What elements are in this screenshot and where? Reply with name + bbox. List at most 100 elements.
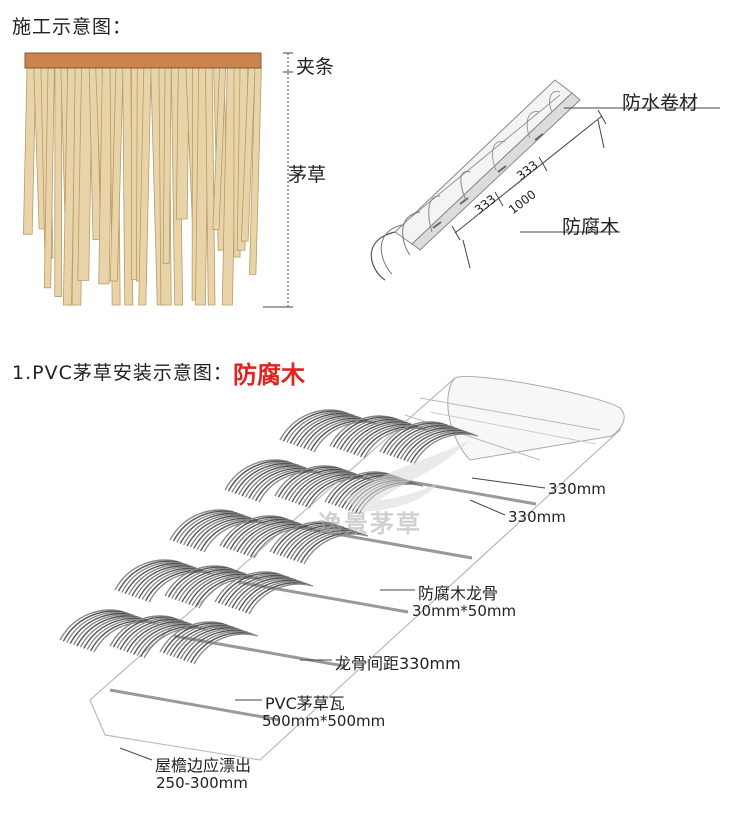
pvc-tile-strand: [274, 465, 340, 497]
pvc-tile-strand: [131, 565, 197, 597]
pvc-tile-strand: [62, 610, 128, 642]
pvc-tile-strand: [186, 515, 252, 547]
pvc-tile-strand: [346, 421, 412, 453]
pvc-tile-strand: [277, 466, 343, 498]
pvc-tile-strand: [327, 472, 393, 504]
pvc-tile-strand: [189, 632, 255, 664]
pvc-tile-strand: [244, 466, 310, 498]
pvc-tile-strand: [229, 519, 295, 550]
pvc-tile-strand: [117, 560, 183, 592]
pvc-tile-strand: [324, 471, 390, 503]
keel-batten: [173, 634, 345, 668]
pvc-tile-strand: [226, 517, 291, 549]
pvc-tile-strand: [214, 571, 280, 603]
pvc-tile-strand: [289, 413, 355, 444]
watermark-logo: [345, 440, 470, 512]
pvc-tile-strand: [294, 472, 360, 504]
label-keel: 防腐木龙骨: [418, 584, 499, 603]
label-eave-size: 250-300mm: [156, 774, 248, 792]
pvc-tile-strand: [189, 516, 255, 548]
pvc-tile-strand: [222, 516, 288, 548]
pvc-tile-strand: [59, 609, 125, 641]
pvc-tile-strand: [382, 422, 448, 454]
pvc-tile-strand: [169, 625, 235, 656]
pvc-tile-strand: [116, 617, 181, 649]
pvc-tile-strand: [293, 529, 358, 561]
pvc-tile-strand: [124, 563, 190, 594]
dim-line-1: [471, 477, 546, 489]
pvc-tile-strand: [296, 531, 362, 562]
pvc-tile-strand: [282, 526, 348, 558]
pvc-tile-strand: [182, 514, 248, 546]
pvc-tile-strand: [379, 421, 445, 453]
pvc-tile-strand: [392, 426, 458, 458]
pvc-tile-strand: [241, 581, 307, 612]
pvc-tile-strand: [272, 522, 338, 554]
pvc-tile-strand: [79, 616, 145, 648]
pvc-tile-strand: [296, 415, 362, 447]
pvc-tile-strand: [291, 471, 357, 503]
pvc-tile-strand: [227, 460, 293, 492]
pvc-tile-strand: [299, 532, 365, 564]
pvc-tile-strand: [238, 579, 303, 611]
pvc-tile-strand: [299, 416, 365, 448]
pvc-tile-strand: [292, 414, 358, 446]
pvc-tile-strand: [76, 615, 142, 647]
pvc-tile-strand: [112, 616, 178, 648]
pvc-tile-strand: [134, 566, 200, 598]
pvc-tile-strand: [332, 416, 398, 448]
pvc-tile-strand: [237, 464, 303, 496]
pvc-tile-strand: [279, 409, 345, 441]
section1-title: 施工示意图：: [12, 16, 133, 38]
pvc-tile-strand: [176, 627, 242, 659]
pvc-tile-strand: [186, 631, 252, 662]
pvc-tile-strand: [234, 578, 300, 610]
pvc-tile-strand: [114, 559, 180, 591]
pvc-tile-strand: [396, 427, 462, 459]
pvc-tile-strand: [166, 623, 231, 655]
pvc-tile-strand: [159, 621, 225, 653]
pvc-tile-strand: [179, 513, 245, 544]
dim-line-2: [469, 499, 506, 516]
pvc-tile-strand: [342, 420, 408, 452]
pvc-tile-strand: [241, 465, 307, 497]
label-tile-size: 500mm*500mm: [262, 712, 386, 730]
pvc-tile-strand: [167, 566, 233, 598]
label-eave: 屋檐边应漂出: [155, 756, 252, 775]
dim-label-330-1: 330mm: [548, 480, 606, 498]
pvc-tile-strand: [244, 582, 310, 614]
pvc-tile-strand: [181, 571, 247, 603]
pvc-tile-strand: [129, 622, 195, 654]
pvc-tile-strand: [122, 620, 188, 652]
pvc-tile-strand: [231, 577, 297, 609]
section2-title-prefix: 1.PVC茅草安装示意图：: [12, 362, 233, 384]
pvc-tile-strand: [177, 570, 243, 602]
pvc-tile-strand: [386, 423, 451, 455]
pvc-tile-strand: [172, 626, 238, 658]
eave-leader: [119, 747, 153, 761]
pvc-tile-strand: [409, 432, 475, 464]
pvc-tile-strand: [119, 619, 185, 650]
pvc-tile-strand: [248, 583, 314, 615]
pvc-tile-strand: [286, 527, 352, 559]
pvc-tile-strand: [69, 613, 135, 644]
pvc-tile-strand: [236, 521, 302, 553]
pvc-tile-strand: [239, 522, 305, 554]
label-thatch: 茅草: [288, 164, 327, 186]
pvc-tile-strand: [224, 459, 290, 491]
pvc-tile-strand: [183, 629, 248, 661]
pvc-tile-strand: [399, 428, 465, 460]
pvc-tile-strand: [109, 615, 175, 647]
pvc-tile-strand: [269, 521, 335, 553]
pvc-tile-strand: [234, 463, 300, 494]
pvc-tile-strand: [406, 431, 472, 462]
pvc-tile-strand: [72, 614, 138, 646]
pvc-tile-strand: [281, 467, 346, 499]
label-pvc-tile: PVC茅草瓦: [265, 694, 345, 713]
pvc-tile-strand: [279, 525, 345, 556]
pvc-tile-strand: [162, 622, 228, 654]
pvc-tile-strand: [184, 572, 250, 604]
watermark-text: 逸景茅草: [318, 510, 422, 538]
